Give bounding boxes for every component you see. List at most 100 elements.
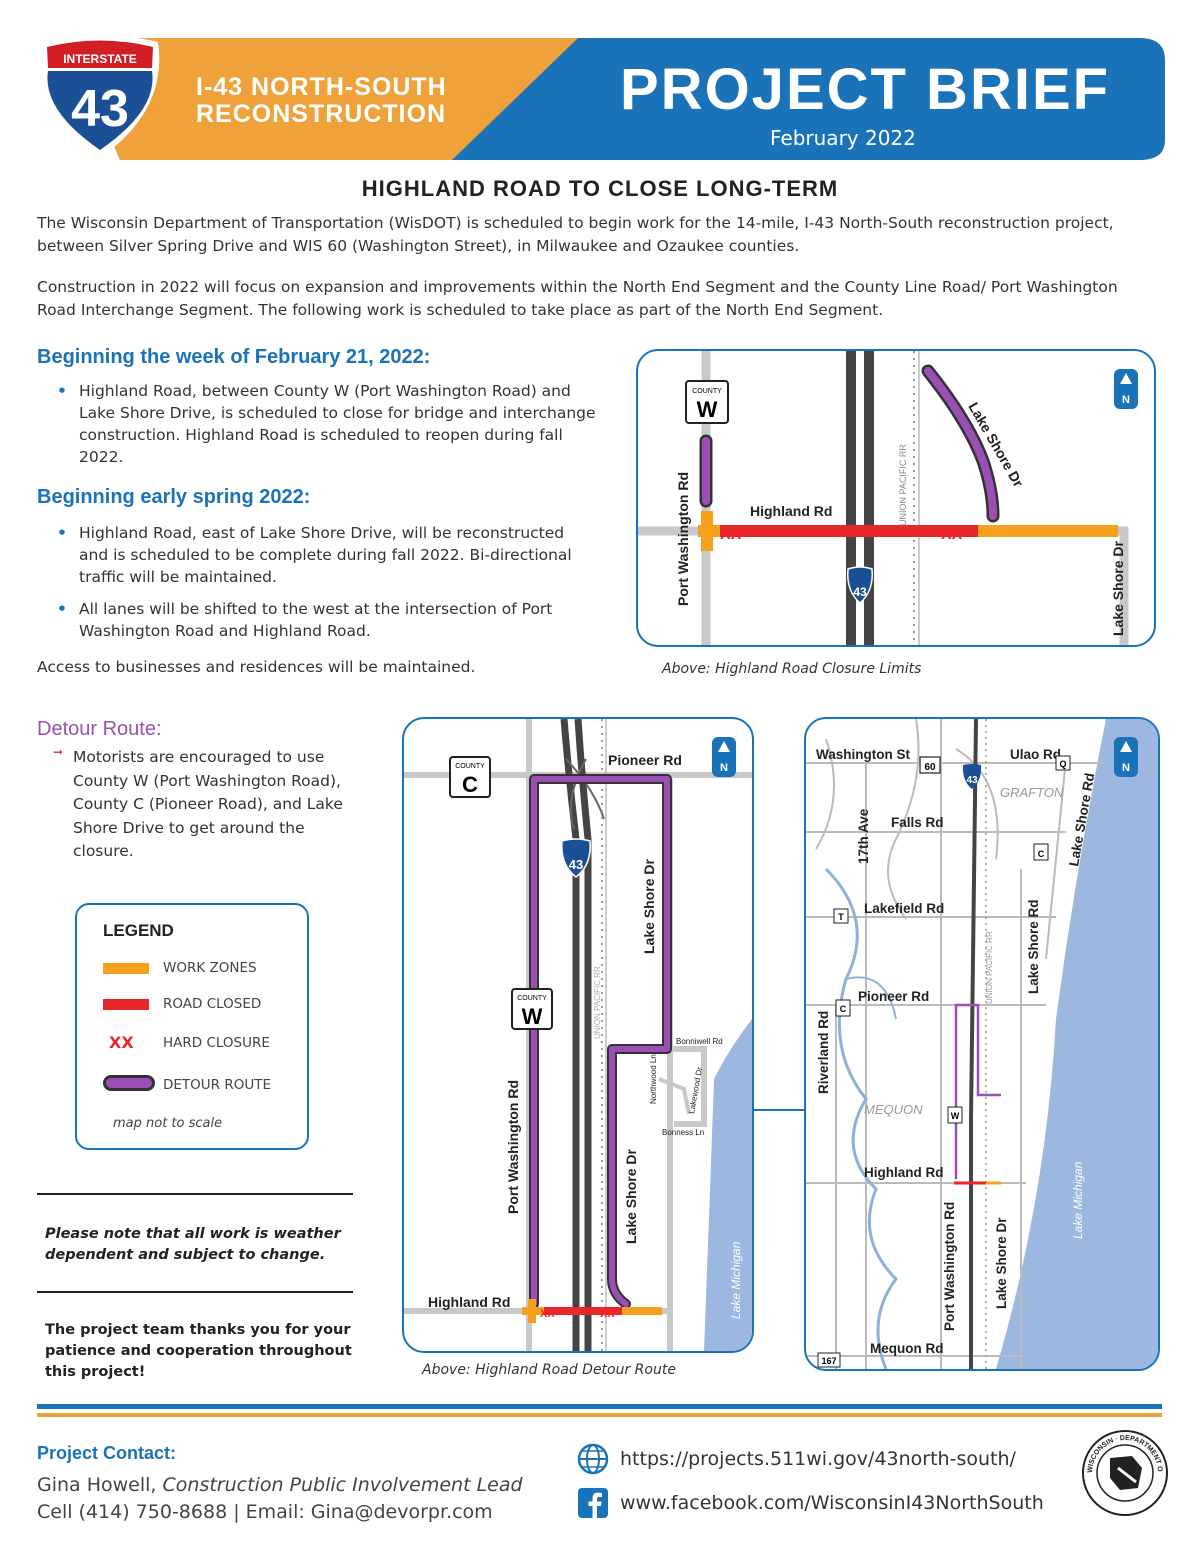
svg-text:N: N <box>1122 762 1130 774</box>
svg-text:43: 43 <box>853 585 867 599</box>
footer-rule-orange <box>37 1413 1162 1417</box>
legend-hard-closure: HARD CLOSURE <box>163 1035 270 1051</box>
legend-road-closed: ROAD CLOSED <box>163 996 262 1012</box>
section1-list: Highland Road, between County W (Port Wa… <box>37 380 597 478</box>
svg-text:Port Washington Rd: Port Washington Rd <box>942 1202 957 1331</box>
legend-detour-route: DETOUR ROUTE <box>163 1077 272 1093</box>
closure-limits-map: XX XX COUNTY W Highland Rd Port Washingt… <box>636 349 1156 647</box>
svg-text:Lake Michigan: Lake Michigan <box>729 1241 743 1319</box>
svg-text:Lake Shore Dr: Lake Shore Dr <box>994 1217 1009 1309</box>
svg-text:Northwood Ln: Northwood Ln <box>649 1054 658 1104</box>
map2-caption: Above: Highland Road Detour Route <box>422 1362 676 1378</box>
wisdot-seal-icon: WISCONSIN · DEPARTMENT OF TRANSPORTATION <box>1080 1428 1168 1516</box>
thanks-note: The project team thanks you for your pat… <box>45 1322 352 1380</box>
svg-text:Lake Michigan: Lake Michigan <box>1071 1161 1085 1239</box>
contact-name: Gina Howell, <box>37 1474 157 1496</box>
svg-text:Lake Shore Rd: Lake Shore Rd <box>1026 899 1041 994</box>
svg-text:Highland Rd: Highland Rd <box>428 1294 510 1310</box>
header-banner: INTERSTATE 43 <box>40 35 1165 160</box>
contact-heading: Project Contact: <box>37 1443 177 1463</box>
footer-rule-blue <box>37 1404 1162 1409</box>
access-note: Access to businesses and residences will… <box>37 658 476 676</box>
svg-text:Q: Q <box>1059 759 1066 769</box>
svg-text:XX: XX <box>540 1308 555 1320</box>
svg-text:N: N <box>1122 394 1130 406</box>
intro-paragraph-2: Construction in 2022 will focus on expan… <box>37 278 1118 319</box>
svg-text:Ulao Rd: Ulao Rd <box>1010 747 1061 762</box>
detour-route-map: Lake Michigan UNION PACIFIC RR XX XX Pio… <box>402 717 754 1353</box>
svg-text:Pioneer Rd: Pioneer Rd <box>858 989 929 1004</box>
svg-text:INTERSTATE: INTERSTATE <box>63 52 137 66</box>
map-connector <box>750 1109 806 1111</box>
svg-text:Riverland Rd: Riverland Rd <box>816 1011 831 1094</box>
detour-swatch <box>103 1075 155 1091</box>
map1-caption: Above: Highland Road Closure Limits <box>662 661 922 677</box>
map-legend: LEGEND WORK ZONES ROAD CLOSED XX HARD CL… <box>75 903 309 1150</box>
svg-text:N: N <box>720 762 728 774</box>
project-website-link[interactable]: https://projects.511wi.gov/43north-south… <box>620 1448 1016 1470</box>
issue-date: February 2022 <box>770 126 916 150</box>
project-name: I-43 NORTH-SOUTH RECONSTRUCTION <box>196 73 447 128</box>
svg-text:W: W <box>951 1111 960 1121</box>
divider <box>37 1193 353 1195</box>
svg-text:Lake Shore Dr: Lake Shore Dr <box>1110 541 1126 636</box>
facebook-link[interactable]: www.facebook.com/WisconsinI43NorthSouth <box>620 1492 1044 1514</box>
list-item: All lanes will be shifted to the west at… <box>37 598 597 642</box>
legend-work-zones: WORK ZONES <box>163 960 257 976</box>
contact-name-line: Gina Howell, Construction Public Involve… <box>37 1474 523 1496</box>
area-overview-map: Lake Michigan Washington St <box>804 717 1160 1371</box>
contact-role: Construction Public Involvement Lead <box>162 1474 523 1496</box>
svg-text:Highland Rd: Highland Rd <box>750 503 832 519</box>
svg-text:17th Ave: 17th Ave <box>856 808 871 864</box>
svg-text:Highland Rd: Highland Rd <box>864 1165 944 1180</box>
road-closed-swatch <box>103 999 149 1010</box>
svg-text:T: T <box>838 912 844 922</box>
svg-text:Pioneer Rd: Pioneer Rd <box>608 752 682 768</box>
svg-text:COUNTY: COUNTY <box>455 763 485 770</box>
svg-text:MEQUON: MEQUON <box>864 1102 923 1117</box>
list-item: Highland Road, between County W (Port Wa… <box>37 380 597 468</box>
legend-title: LEGEND <box>103 921 174 940</box>
svg-text:43: 43 <box>966 775 978 786</box>
svg-text:Lakefield Rd: Lakefield Rd <box>864 901 944 916</box>
svg-text:Mequon Rd: Mequon Rd <box>870 1341 944 1356</box>
svg-text:W: W <box>522 1004 543 1029</box>
hard-closure-east: XX <box>941 526 963 543</box>
legend-footnote: map not to scale <box>113 1116 223 1131</box>
svg-text:167: 167 <box>821 1356 836 1366</box>
svg-text:UNION PACIFIC RR: UNION PACIFIC RR <box>985 931 994 1004</box>
facebook-icon <box>578 1488 608 1518</box>
svg-text:Port Washington Rd: Port Washington Rd <box>675 472 691 606</box>
interstate-shield-icon: INTERSTATE 43 <box>40 35 160 158</box>
svg-text:COUNTY: COUNTY <box>517 995 547 1002</box>
svg-text:Falls Rd: Falls Rd <box>891 815 944 830</box>
list-item: Highland Road, east of Lake Shore Drive,… <box>37 522 597 588</box>
svg-text:Lake Shore Dr: Lake Shore Dr <box>641 859 657 954</box>
svg-text:Bonniwell Rd: Bonniwell Rd <box>676 1037 723 1046</box>
globe-icon <box>577 1443 609 1475</box>
svg-text:Bonness Ln: Bonness Ln <box>662 1128 704 1137</box>
svg-text:43: 43 <box>71 80 129 138</box>
svg-text:UNION PACIFIC RR: UNION PACIFIC RR <box>593 966 602 1039</box>
divider <box>37 1291 353 1293</box>
detour-heading: Detour Route: <box>37 718 162 740</box>
section2-list: Highland Road, east of Lake Shore Drive,… <box>37 522 597 652</box>
svg-text:60: 60 <box>924 762 936 773</box>
intro-paragraph-1: The Wisconsin Department of Transportati… <box>37 214 1114 255</box>
page-title: HIGHLAND ROAD TO CLOSE LONG-TERM <box>361 176 839 201</box>
svg-text:43: 43 <box>569 857 583 872</box>
section2-heading: Beginning early spring 2022: <box>37 486 311 508</box>
svg-text:C: C <box>462 772 478 797</box>
svg-text:Port Washington Rd: Port Washington Rd <box>505 1080 521 1214</box>
svg-text:C: C <box>1038 849 1045 859</box>
work-zone-swatch <box>103 963 149 974</box>
section1-heading: Beginning the week of February 21, 2022: <box>37 346 431 368</box>
hard-closure-swatch: XX <box>109 1033 134 1052</box>
hard-closure-west: XX <box>720 526 742 543</box>
arrow-right-icon: ➞ <box>53 745 64 759</box>
svg-text:UNION PACIFIC RR: UNION PACIFIC RR <box>898 444 908 526</box>
svg-text:C: C <box>840 1004 847 1014</box>
svg-text:GRAFTON: GRAFTON <box>1000 785 1064 800</box>
contact-phone-email: Cell (414) 750-8688 | Email: Gina@devorp… <box>37 1501 493 1523</box>
svg-text:W: W <box>697 397 718 422</box>
